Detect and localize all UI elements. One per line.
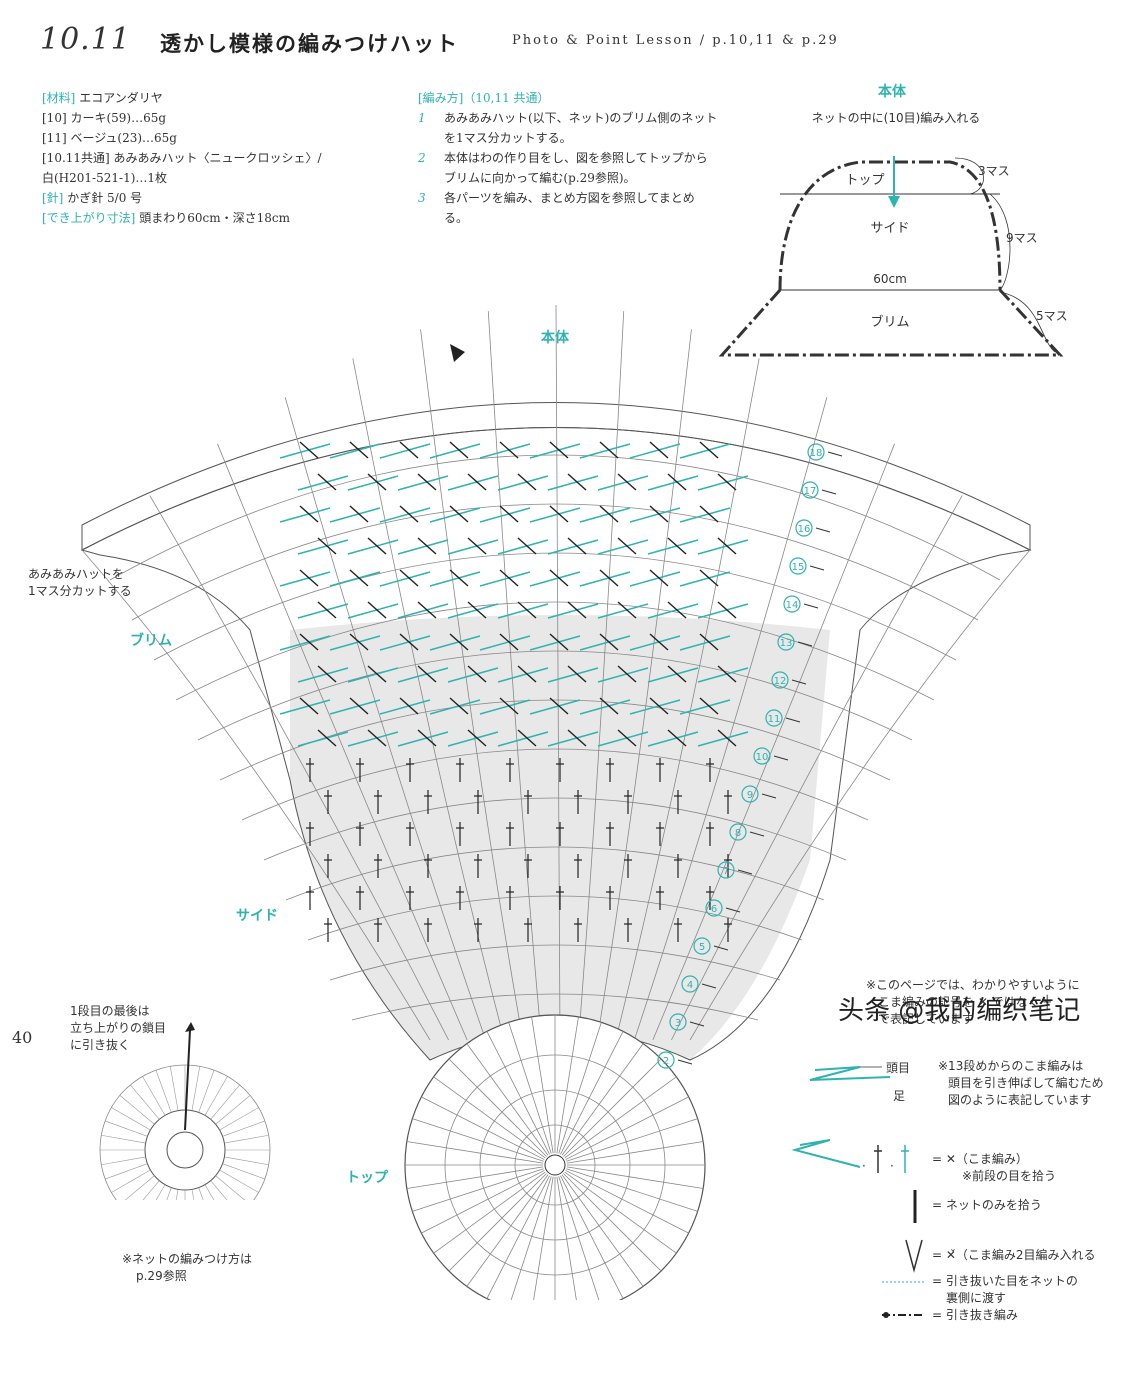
top-circle-grid <box>405 1015 705 1300</box>
legend-symbols: · · <box>791 1066 925 1318</box>
row-number-label: 16 <box>795 519 831 537</box>
row-number-label: 12 <box>771 671 807 689</box>
pattern-title: 透かし模様の編みつけハット <box>160 31 459 56</box>
row-number-label: 14 <box>783 595 819 613</box>
hat-9-squares: 9マス <box>1006 231 1038 245</box>
row-number-label: 3 <box>669 1013 705 1031</box>
hat-schematic-title: 本体 <box>878 83 907 100</box>
hat-schematic-note: ネットの中に(10目)編み入れる <box>812 110 981 125</box>
chart-title: 本体 <box>541 329 570 346</box>
hat-5-squares: 5マス <box>1036 309 1068 323</box>
row-number-label: 8 <box>729 823 765 841</box>
row-number-label: 10 <box>753 747 789 765</box>
row-number-label: 17 <box>801 481 837 499</box>
hat-width-label: 60cm <box>873 272 907 286</box>
stitch-symbols <box>279 441 749 942</box>
svg-text:14: 14 <box>786 600 799 611</box>
pattern-number: 10.11 <box>40 22 131 57</box>
net-grid <box>81 304 1031 1041</box>
svg-text:7: 7 <box>723 866 729 877</box>
chart-brim-label: ブリム <box>130 632 172 649</box>
svg-text:8: 8 <box>735 828 741 839</box>
page-note: ※このページでは、わかりやすいように こま編みの記号を ✕ ではなく ┼ で表記… <box>866 978 1080 1026</box>
hat-3-squares: 3マス <box>978 164 1010 178</box>
svg-text:9: 9 <box>747 790 753 801</box>
svg-text:13: 13 <box>780 638 793 649</box>
svg-text:5: 5 <box>699 942 705 953</box>
legend-sc: = ✕（こま編み） ※前段の目を拾う <box>932 1152 1057 1183</box>
first-row-note: 1段目の最後は 立ち上がりの鎖目 に引き抜く <box>70 1004 167 1052</box>
svg-text:·: · <box>890 1159 894 1173</box>
watermark: 头条 @我的编织笔记 <box>838 996 1081 1026</box>
hat-schematic: 本体 ネットの中に(10目)編み入れる トップ サイド 60cm ブリム 3マス… <box>718 83 1068 357</box>
material-row: [材料] エコアンダリヤ <box>42 91 163 105</box>
svg-text:18: 18 <box>810 448 823 459</box>
row-number-label: 9 <box>741 785 777 803</box>
svg-text:15: 15 <box>792 562 805 573</box>
svg-text:·: · <box>862 1159 866 1173</box>
material-row: [11] ベージュ(23)…65g <box>42 131 177 145</box>
page-number: 40 <box>12 1028 33 1047</box>
chart-side-label: サイド <box>236 908 278 924</box>
legend-slip: = 引き抜き編み <box>932 1308 1018 1322</box>
row-number-label: 4 <box>681 975 717 993</box>
row-number-label: 2 <box>657 1051 693 1069</box>
net-note: ※ネットの編みつけ方は p.29参照 <box>122 1252 253 1283</box>
hat-side-label: サイド <box>870 221 909 236</box>
chart-top-label: トップ <box>346 1170 389 1186</box>
legend-note: ※13段めからのこま編みは 頭目を引き伸ばして編むため 図のように表記しています <box>938 1059 1104 1107</box>
legend-net: = ネットのみを拾う <box>932 1198 1042 1212</box>
svg-text:4: 4 <box>687 980 693 991</box>
svg-text:17: 17 <box>804 486 817 497</box>
svg-text:2: 2 <box>663 1056 669 1067</box>
row-number-label: 15 <box>789 557 825 575</box>
legend-inc: = ✕̌（こま編み2目編み入れる <box>932 1248 1096 1262</box>
cut-note-line1: あみあみハットを <box>28 567 124 581</box>
hat-top-label: トップ <box>845 173 884 188</box>
svg-text:16: 16 <box>798 524 811 535</box>
row-number-label: 5 <box>693 937 729 955</box>
material-row: [針] かぎ針 5/0 号 <box>42 191 143 205</box>
svg-text:10: 10 <box>756 752 769 763</box>
row-number-label: 18 <box>807 443 843 461</box>
hat-brim-label: ブリム <box>870 314 909 330</box>
row-number-label: 13 <box>777 633 813 651</box>
row-number-label: 6 <box>705 899 741 917</box>
pattern-subtitle: Photo & Point Lesson / p.10,11 & p.29 <box>512 33 839 48</box>
row-numbers: 18 17 16 15 14 13 12 11 10 9 8 7 6 5 4 3 2 <box>657 443 843 1069</box>
material-row: [10.11共通] あみあみハット〈ニュークロッシェ〉/ <box>42 151 322 165</box>
svg-text:12: 12 <box>774 676 787 687</box>
cut-note-line2: 1マス分カットする <box>28 584 132 598</box>
legend-head: 頭目 <box>886 1061 911 1075</box>
svg-text:3: 3 <box>675 1018 681 1029</box>
material-row: 白(H201-521-1)…1枚 <box>42 171 168 185</box>
first-row-detail <box>99 1022 271 1200</box>
materials-list: [材料] エコアンダリヤ [10] カーキ(59)…65g [11] ベージュ(… <box>42 88 322 228</box>
row-number-label: 11 <box>765 709 801 727</box>
material-row: [10] カーキ(59)…65g <box>42 111 167 125</box>
material-row: [でき上がり寸法] 頭まわり60cm・深さ18cm <box>42 211 290 225</box>
stitch-chart: 本体 あみあみハットを 1マス分カットする ブリム サイド トップ 18 17 16… <box>28 304 1032 1300</box>
svg-text:11: 11 <box>768 714 781 725</box>
svg-text:6: 6 <box>711 904 717 915</box>
legend-pull: = 引き抜いた目をネットの 裏側に渡す <box>932 1274 1078 1305</box>
instructions-heading: [編み方]（10,11 共通） <box>418 91 550 105</box>
row-number-label: 7 <box>717 861 753 879</box>
legend-foot: 足 <box>893 1089 906 1103</box>
